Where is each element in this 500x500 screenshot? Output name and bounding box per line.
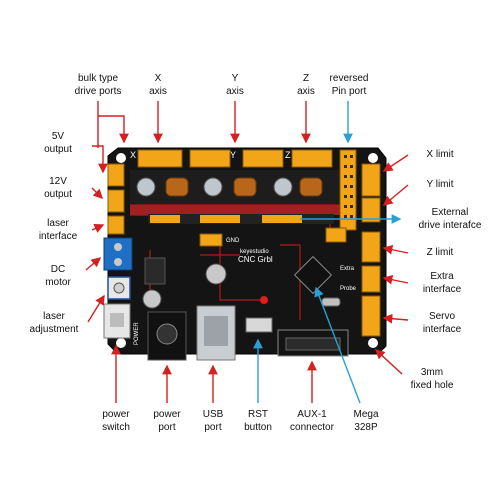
label-z-axis: Z axis <box>297 73 315 97</box>
right-connectors <box>361 163 381 337</box>
driver-components <box>130 170 340 215</box>
arrow-laser-adjustment <box>87 294 105 323</box>
header-x-text: X <box>130 150 136 160</box>
arrow-dc-motor <box>85 257 102 271</box>
arrow-extra-interface <box>382 274 409 285</box>
left-connectors <box>103 163 133 300</box>
label-external-drive: External drive interafce <box>418 207 482 231</box>
label-laser-interface: laser interface <box>38 218 78 242</box>
label-5v-output: 5V output <box>44 131 72 155</box>
arrow-5v <box>92 145 108 174</box>
header-y-text: Y <box>230 150 236 160</box>
label-12v-output: 12V output <box>44 176 72 200</box>
label-z-limit: Z limit <box>426 247 454 258</box>
top-drive-connectors <box>137 149 333 168</box>
arrow-fixed-hole <box>374 349 403 375</box>
label-x-limit: X limit <box>426 149 454 160</box>
mega-328p-chip <box>293 255 333 295</box>
mount-hole-bottom-left <box>116 338 126 348</box>
label-power-switch: power switch <box>102 409 130 433</box>
arrow-z-limit <box>382 244 409 255</box>
label-dc-motor: DC motor <box>45 264 71 288</box>
arrow-laser-interface <box>91 224 105 233</box>
label-usb-port: USB port <box>202 409 224 433</box>
label-reversed-pin-port: reversed Pin port <box>329 73 369 97</box>
bottom-ports <box>103 303 349 361</box>
label-laser-adjustment: laser adjustment <box>29 311 79 335</box>
label-rst-button: RST button <box>244 409 272 433</box>
probe-text: Probe <box>340 286 357 292</box>
arrow-bulk-ports <box>97 101 129 144</box>
arrow-servo-interface <box>382 313 409 324</box>
label-aux1-connector: AUX-1 connector <box>290 409 334 433</box>
extra-text: Extra <box>340 266 355 272</box>
label-y-axis: Y axis <box>226 73 244 97</box>
blue-arrows <box>253 101 402 404</box>
label-y-limit: Y limit <box>426 179 454 190</box>
arrow-y-limit <box>382 184 409 206</box>
arrow-x-limit <box>382 154 409 172</box>
reversed-pin-header <box>339 149 357 231</box>
label-bulk-drive-ports: bulk type drive ports <box>74 73 122 97</box>
mount-hole-top-right <box>368 153 378 163</box>
label-fixed-hole: 3mm fixed hole <box>410 367 454 391</box>
arrow-12v <box>91 187 103 199</box>
red-arrows <box>85 101 409 403</box>
label-servo-interface: Servo interface <box>422 311 462 335</box>
label-power-port: power port <box>153 409 181 433</box>
gnd-text: GND <box>226 238 240 244</box>
board-printed-text: X Y Z GND keyestudio CNC Grbl Extra Prob… <box>130 150 357 345</box>
center-components <box>142 227 347 333</box>
power-text: POWER <box>134 322 140 345</box>
brand-text: keyestudio <box>240 249 269 255</box>
mount-hole-bottom-right <box>368 338 378 348</box>
label-extra-interface: Extra interface <box>422 271 462 295</box>
board-name-text: CNC Grbl <box>238 255 273 264</box>
mount-hole-top-left <box>116 153 126 163</box>
header-z-text: Z <box>285 150 291 160</box>
external-drive-header <box>148 214 334 224</box>
arrow-mega-328p <box>314 286 361 404</box>
label-mega-328p: Mega 328P <box>353 409 379 433</box>
label-x-axis: X axis <box>149 73 167 97</box>
